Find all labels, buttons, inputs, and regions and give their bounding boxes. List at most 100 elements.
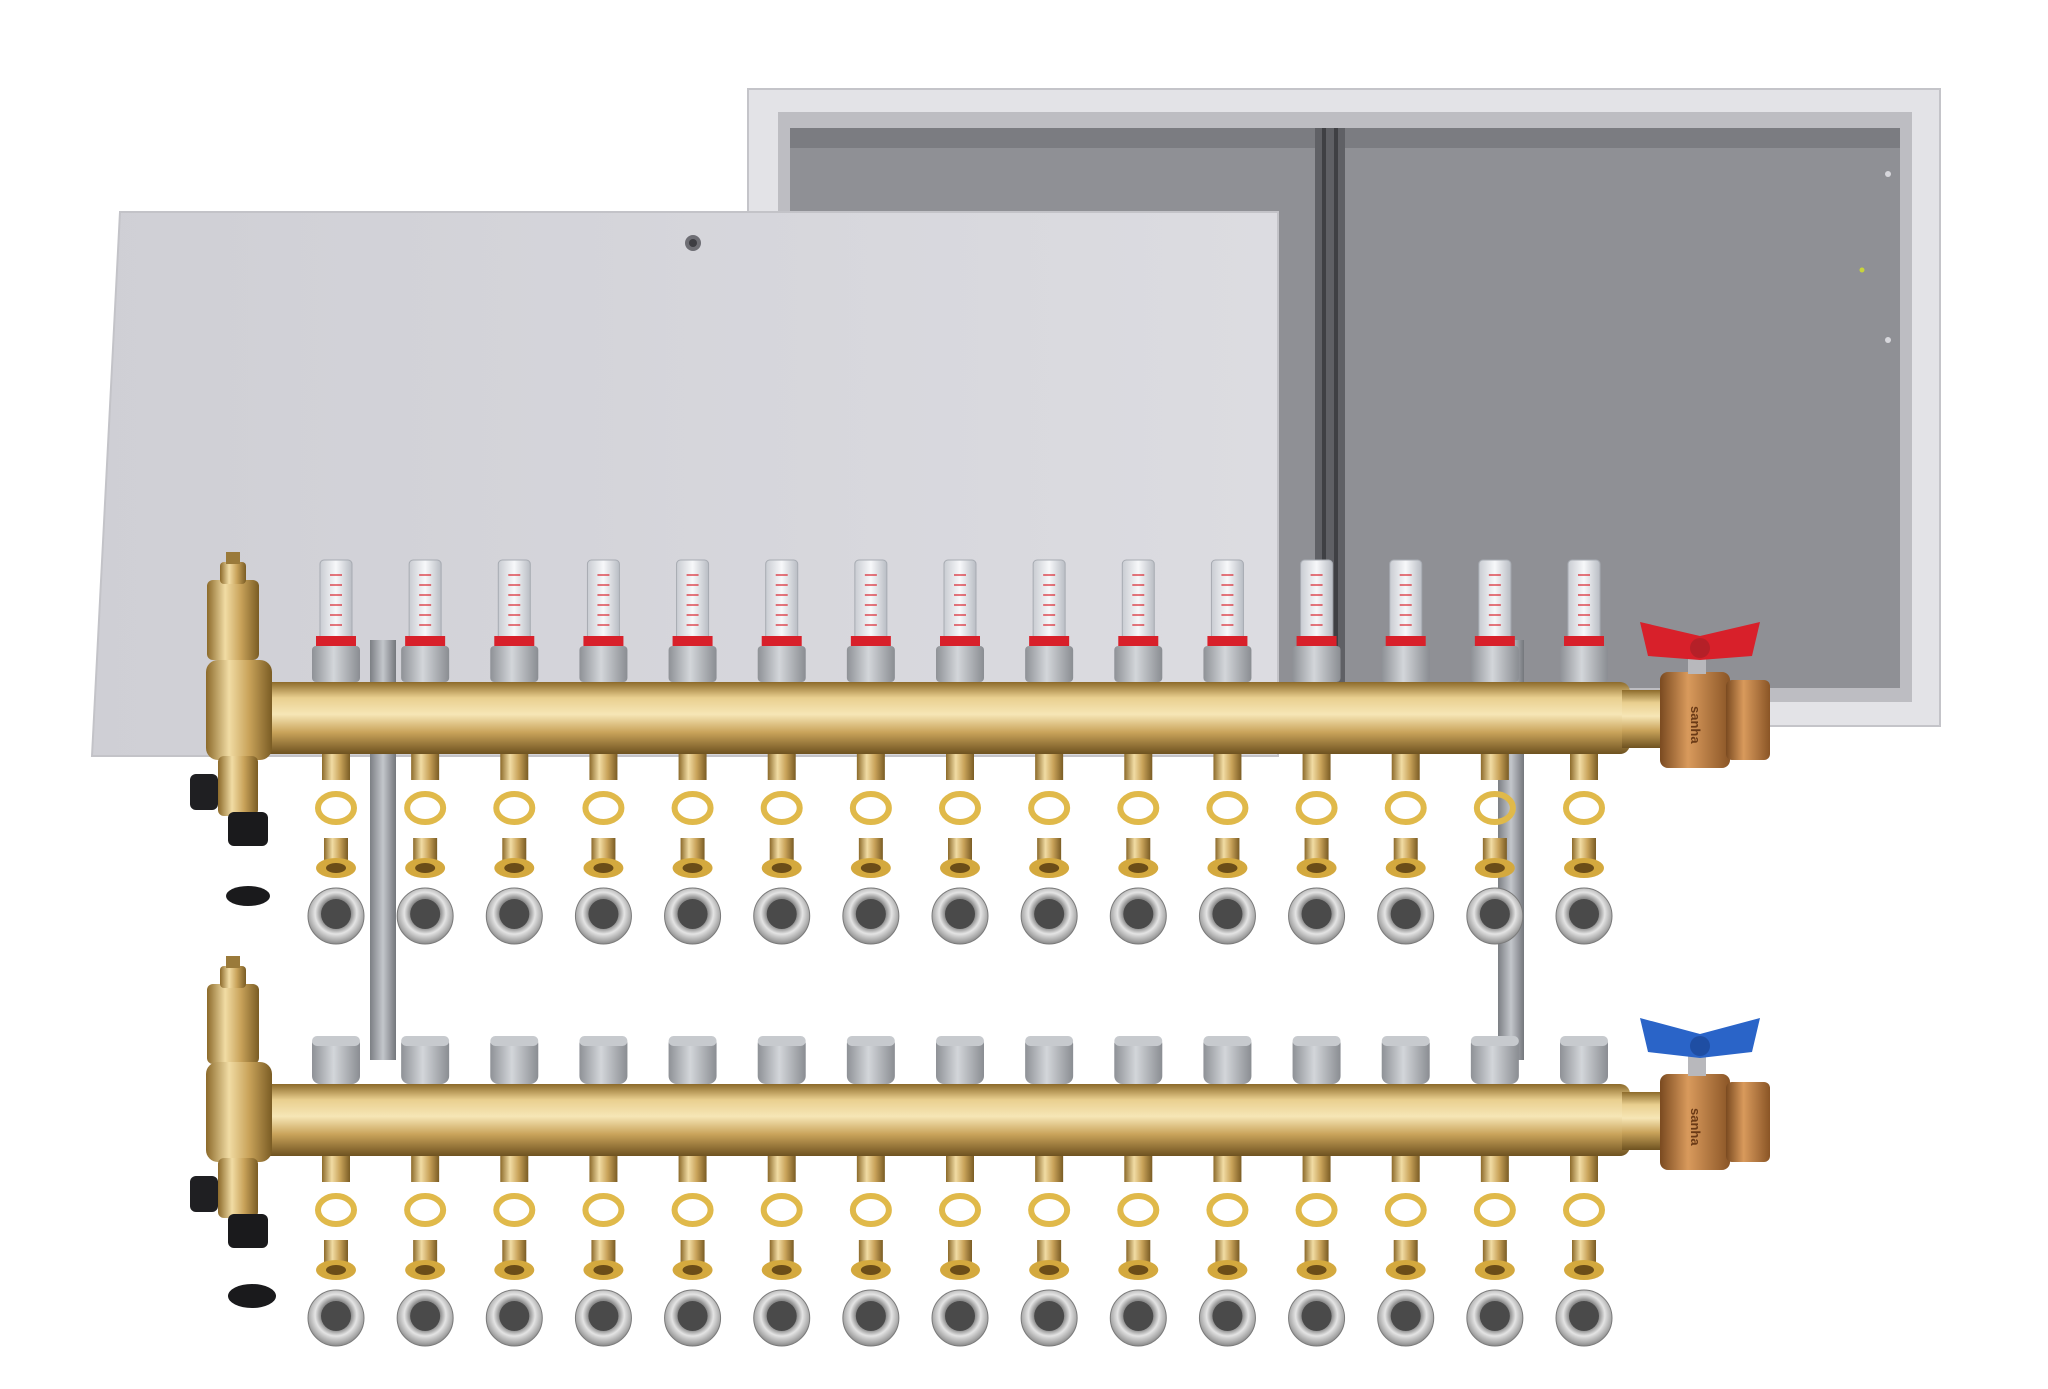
flowmeter: [312, 559, 360, 682]
flowmeter: [1470, 559, 1519, 682]
valve-cap: [401, 1036, 450, 1084]
brass-insert: [502, 1240, 527, 1262]
split-ring: [760, 791, 803, 825]
brass-insert: [1393, 1240, 1418, 1262]
flowmeter: [1025, 559, 1074, 682]
air-vent: [206, 956, 272, 1162]
outlet-fitting: [396, 754, 454, 945]
split-ring: [939, 1193, 981, 1227]
split-ring: [1563, 1193, 1605, 1227]
brass-insert: [769, 838, 794, 860]
brass-insert: [1304, 838, 1329, 860]
brass-insert: [413, 838, 438, 860]
brass-insert: [502, 838, 527, 860]
brass-insert: [324, 1240, 348, 1262]
brass-insert: [1037, 1240, 1062, 1262]
split-ring: [671, 1193, 714, 1227]
brass-insert: [1393, 838, 1418, 860]
split-ring: [493, 791, 536, 825]
brass-insert: [680, 1240, 705, 1262]
outlet-fitting: [307, 1156, 365, 1347]
valve-cap: [579, 1036, 628, 1084]
split-ring: [1206, 791, 1249, 825]
outlet-fitting: [1198, 754, 1256, 945]
valve-cap: [1203, 1036, 1252, 1084]
air-vent: [206, 552, 272, 760]
valve-cap: [1470, 1036, 1519, 1084]
split-ring: [582, 791, 625, 825]
outlet-fitting: [931, 754, 989, 945]
brass-insert: [769, 1240, 794, 1262]
brass-insert: [591, 1240, 616, 1262]
brass-insert: [1037, 838, 1062, 860]
split-ring: [1028, 791, 1071, 825]
outlet-fitting: [1020, 754, 1078, 945]
ball-valve-return: sanha: [1622, 1018, 1770, 1170]
brass-insert: [1482, 838, 1507, 860]
valve-cap: [668, 1036, 717, 1084]
flowmeter: [757, 559, 806, 682]
split-ring: [849, 791, 892, 825]
brass-insert: [1126, 838, 1151, 860]
flowmeter: [1292, 559, 1341, 682]
brass-insert: [324, 838, 348, 860]
brass-insert: [1304, 1240, 1329, 1262]
flowmeter: [1203, 559, 1252, 682]
outlet-fitting: [753, 1156, 811, 1347]
outlet-fittings: [307, 559, 1613, 1347]
outlet-fitting: [1555, 1156, 1613, 1347]
flowmeter: [1114, 559, 1163, 682]
brass-insert: [1572, 1240, 1596, 1262]
valve-cap: [1114, 1036, 1163, 1084]
flowmeter: [668, 559, 717, 682]
split-ring: [671, 791, 714, 825]
flowmeter: [936, 559, 984, 682]
split-ring: [404, 791, 447, 825]
valve-cap: [1381, 1036, 1430, 1084]
flowmeter: [1381, 559, 1430, 682]
outlet-fitting: [1109, 1156, 1167, 1347]
outlet-fitting: [664, 1156, 722, 1347]
drain-valve: [190, 756, 270, 906]
brass-insert: [858, 838, 883, 860]
brass-insert: [1482, 1240, 1507, 1262]
outlet-fitting: [1377, 754, 1435, 945]
brass-insert: [591, 838, 616, 860]
manifold-bar: [210, 682, 1630, 754]
valve-cap: [312, 1036, 360, 1084]
split-ring: [939, 791, 981, 825]
brass-insert: [413, 1240, 438, 1262]
split-ring: [1473, 791, 1516, 825]
outlet-fitting: [307, 754, 365, 945]
flowmeter: [846, 559, 895, 682]
brass-insert: [680, 838, 705, 860]
split-ring: [1117, 791, 1160, 825]
valve-cap: [490, 1036, 539, 1084]
outlet-fitting: [574, 1156, 632, 1347]
split-ring: [760, 1193, 803, 1227]
brass-insert: [1126, 1240, 1151, 1262]
split-ring: [404, 1193, 447, 1227]
split-ring: [315, 791, 357, 825]
outlet-fitting: [753, 754, 811, 945]
outlet-fitting: [664, 754, 722, 945]
split-ring: [849, 1193, 892, 1227]
flowmeter: [490, 559, 539, 682]
valve-cap: [1292, 1036, 1341, 1084]
outlet-fitting: [1288, 1156, 1346, 1347]
ball-valve-supply: sanha: [1622, 622, 1770, 768]
outlet-fitting: [1466, 1156, 1524, 1347]
split-ring: [493, 1193, 536, 1227]
split-ring: [1295, 1193, 1338, 1227]
flowmeter: [579, 559, 628, 682]
split-ring: [1295, 791, 1338, 825]
outlet-fitting: [842, 1156, 900, 1347]
outlet-fitting: [1288, 754, 1346, 945]
split-ring: [1028, 1193, 1071, 1227]
outlet-fitting: [1555, 754, 1613, 945]
valve-cap: [1560, 1036, 1608, 1084]
drain-valve: [190, 1158, 276, 1308]
manifold-bar: [210, 1084, 1630, 1156]
svg-text:sanha: sanha: [1688, 1108, 1703, 1146]
